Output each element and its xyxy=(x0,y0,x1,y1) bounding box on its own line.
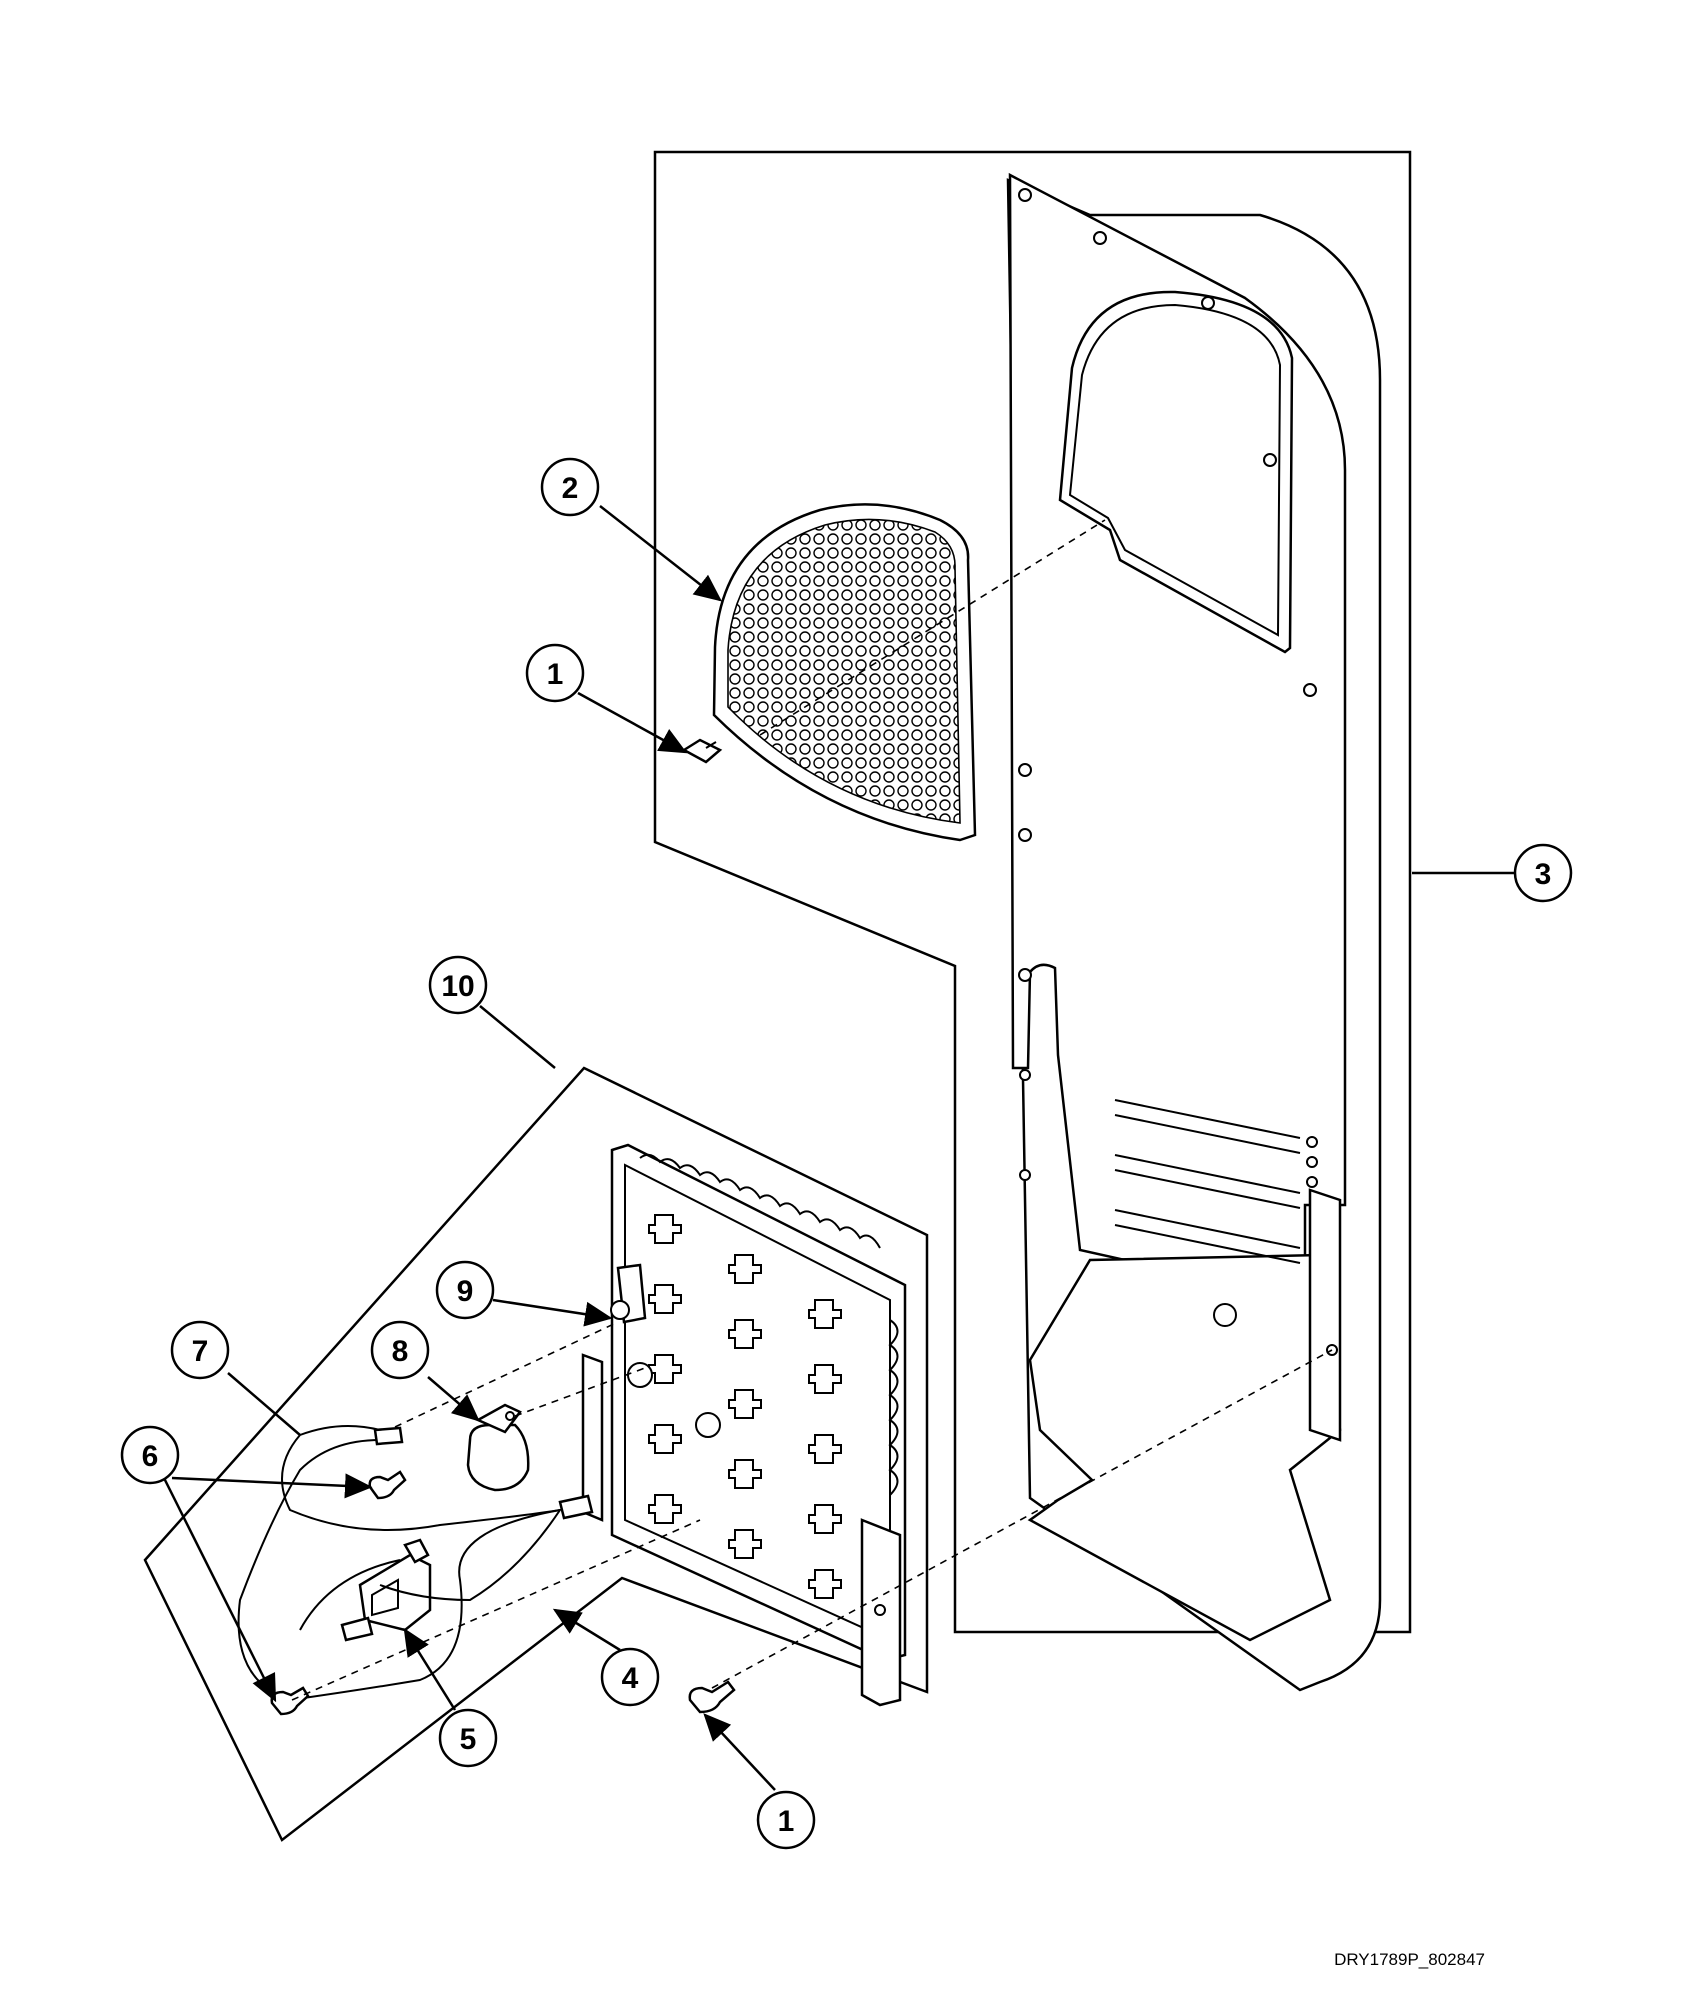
group-outline-lower xyxy=(143,1066,929,1842)
svg-text:6: 6 xyxy=(142,1440,159,1473)
svg-text:8: 8 xyxy=(392,1335,409,1368)
thermal-cutoff xyxy=(358,1538,432,1632)
terminal-block xyxy=(610,1263,647,1324)
screw-top xyxy=(681,738,723,764)
group-outline-upper xyxy=(653,150,1412,1634)
callout-1-bottom: 1 xyxy=(756,1790,816,1850)
heater-element-assembly xyxy=(581,1143,907,1707)
lint-screen xyxy=(712,503,977,842)
svg-text:4: 4 xyxy=(622,1662,639,1695)
svg-text:10: 10 xyxy=(441,970,474,1003)
screw-mid-left xyxy=(368,1470,407,1500)
callout-7: 7 xyxy=(170,1320,230,1380)
svg-text:9: 9 xyxy=(457,1275,474,1308)
drawing-reference-number: DRY1789P_802847 xyxy=(1334,1950,1485,1969)
svg-text:7: 7 xyxy=(192,1335,209,1368)
screw-bottom xyxy=(688,1680,736,1714)
callout-2: 2 xyxy=(540,457,600,517)
callout-3: 3 xyxy=(1513,843,1573,903)
callout-9: 9 xyxy=(435,1260,495,1320)
hi-limit-thermostat xyxy=(466,1403,530,1492)
callout-5: 5 xyxy=(438,1708,498,1768)
svg-text:1: 1 xyxy=(778,1805,795,1838)
heater-duct-panel xyxy=(1006,172,1382,1692)
svg-text:5: 5 xyxy=(460,1723,477,1756)
callout-4: 4 xyxy=(600,1647,660,1707)
svg-text:1: 1 xyxy=(547,658,564,691)
svg-text:2: 2 xyxy=(562,472,579,505)
callout-1-top: 1 xyxy=(525,643,585,703)
screw-lower-left xyxy=(270,1686,310,1716)
wire-harness xyxy=(281,1425,563,1602)
callout-8: 8 xyxy=(370,1320,430,1380)
callout-6: 6 xyxy=(120,1425,180,1485)
svg-text:3: 3 xyxy=(1535,858,1552,891)
callout-10: 10 xyxy=(428,955,488,1015)
